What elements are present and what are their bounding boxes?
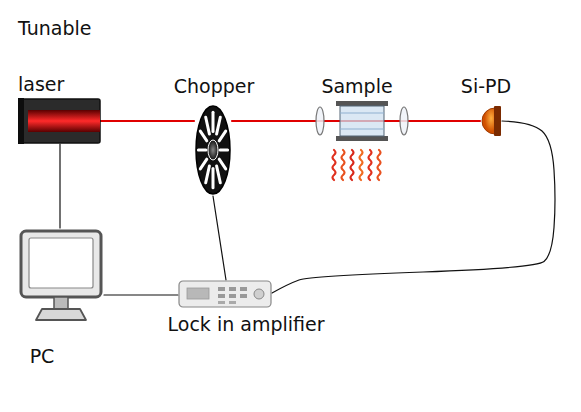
device-label: Tunable laser — [18, 0, 110, 112]
signal-cable — [104, 294, 178, 295]
signal-cable — [59, 144, 60, 228]
device-label: Sample — [321, 75, 392, 98]
heat-symbol — [333, 150, 381, 180]
optical-chopper-icon — [194, 104, 232, 196]
computer: PC — [18, 228, 104, 322]
computer-icon — [18, 228, 104, 322]
signal-cable — [272, 121, 555, 293]
lock-in-amplifier-icon — [178, 280, 272, 308]
sample-cell-icon — [312, 100, 412, 142]
heat-wave — [369, 150, 372, 180]
laser-beam — [232, 120, 312, 122]
lock-in-amplifier: Lock in amplifier — [178, 280, 272, 308]
heat-wave — [351, 150, 354, 180]
photodiode: Si-PD — [480, 104, 502, 138]
device-label: Lock in amplifier — [168, 313, 325, 336]
optical-chopper: Chopper — [194, 104, 232, 196]
laser-beam — [100, 120, 194, 122]
heat-wave — [342, 150, 345, 180]
signal-cable — [213, 196, 226, 280]
sample-cell: Sample — [312, 100, 412, 142]
device-label: Chopper — [174, 75, 255, 98]
heat-wave — [333, 150, 336, 180]
laser-beam — [412, 120, 480, 122]
device-label: Si-PD — [461, 75, 511, 98]
photodiode-icon — [480, 104, 502, 138]
heat-wave — [378, 150, 381, 180]
device-label: PC — [30, 345, 55, 368]
laser-source-icon — [18, 98, 100, 144]
heat-wave — [360, 150, 363, 180]
laser-source: Tunable laser — [18, 98, 100, 144]
